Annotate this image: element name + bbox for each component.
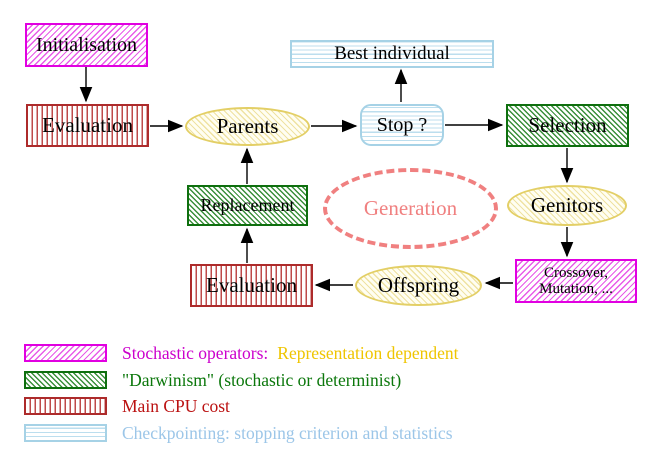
legend-text-darwinism: "Darwinism" (stochastic or determinist) <box>122 370 402 390</box>
legend-swatch-red-lines <box>24 397 107 415</box>
node-genitors-label: Genitors <box>530 192 604 217</box>
legend-text-checkpointing: Checkpointing: stopping criterion and st… <box>122 423 453 443</box>
legend-label-darwinism: "Darwinism" (stochastic or determinist) <box>122 370 401 391</box>
legend-text-stochastic-operators: Stochastic operators: <box>122 343 269 363</box>
node-selection: Selection <box>506 104 629 147</box>
node-best-individual-label: Best individual <box>334 42 450 64</box>
legend-row-checkpointing: Checkpointing: stopping criterion and st… <box>0 423 662 444</box>
node-generation: Generation <box>323 168 498 249</box>
node-evaluation-bottom-label: Evaluation <box>206 272 297 297</box>
node-crossover-label-line2: Mutation, ... <box>539 281 613 297</box>
node-replacement: Replacement <box>187 185 308 226</box>
node-generation-label: Generation <box>363 195 458 220</box>
legend-label-cpu-cost: Main CPU cost <box>122 396 230 417</box>
node-offspring: Offspring <box>355 265 482 306</box>
legend-row-stochastic: Stochastic operators: Representation depe… <box>0 343 662 364</box>
node-initialisation-label: Initialisation <box>35 34 138 56</box>
node-stop-label: Stop ? <box>376 114 428 136</box>
node-evaluation-bottom: Evaluation <box>190 264 313 307</box>
node-initialisation: Initialisation <box>25 23 148 67</box>
node-offspring-label: Offspring <box>377 272 460 297</box>
legend-swatch-cyan-lines <box>24 424 107 442</box>
node-parents-label: Parents <box>216 113 279 138</box>
legend-text-representation-dependent: Representation dependent <box>277 343 459 363</box>
node-crossover-label-line1: Crossover, <box>544 264 608 281</box>
node-evaluation-top-label: Evaluation <box>42 112 133 137</box>
node-replacement-label: Replacement <box>200 194 295 215</box>
node-stop: Stop ? <box>360 104 444 146</box>
legend-row-cpu-cost: Main CPU cost <box>0 396 662 417</box>
legend-swatch-green-hatch <box>24 371 107 389</box>
node-genitors: Genitors <box>507 185 627 226</box>
legend-swatch-magenta-hatch <box>24 344 107 362</box>
node-crossover-mutation: Crossover, Mutation, ... <box>515 259 637 303</box>
legend-text-main-cpu-cost: Main CPU cost <box>122 396 230 416</box>
legend-label-stochastic: Stochastic operators: Representation depe… <box>122 343 459 364</box>
node-best-individual: Best individual <box>290 40 494 68</box>
node-evaluation-top: Evaluation <box>26 104 149 147</box>
node-selection-label: Selection <box>528 112 607 137</box>
node-parents: Parents <box>185 107 310 146</box>
legend-row-darwinism: "Darwinism" (stochastic or determinist) <box>0 370 662 391</box>
legend-label-checkpointing: Checkpointing: stopping criterion and st… <box>122 423 453 444</box>
